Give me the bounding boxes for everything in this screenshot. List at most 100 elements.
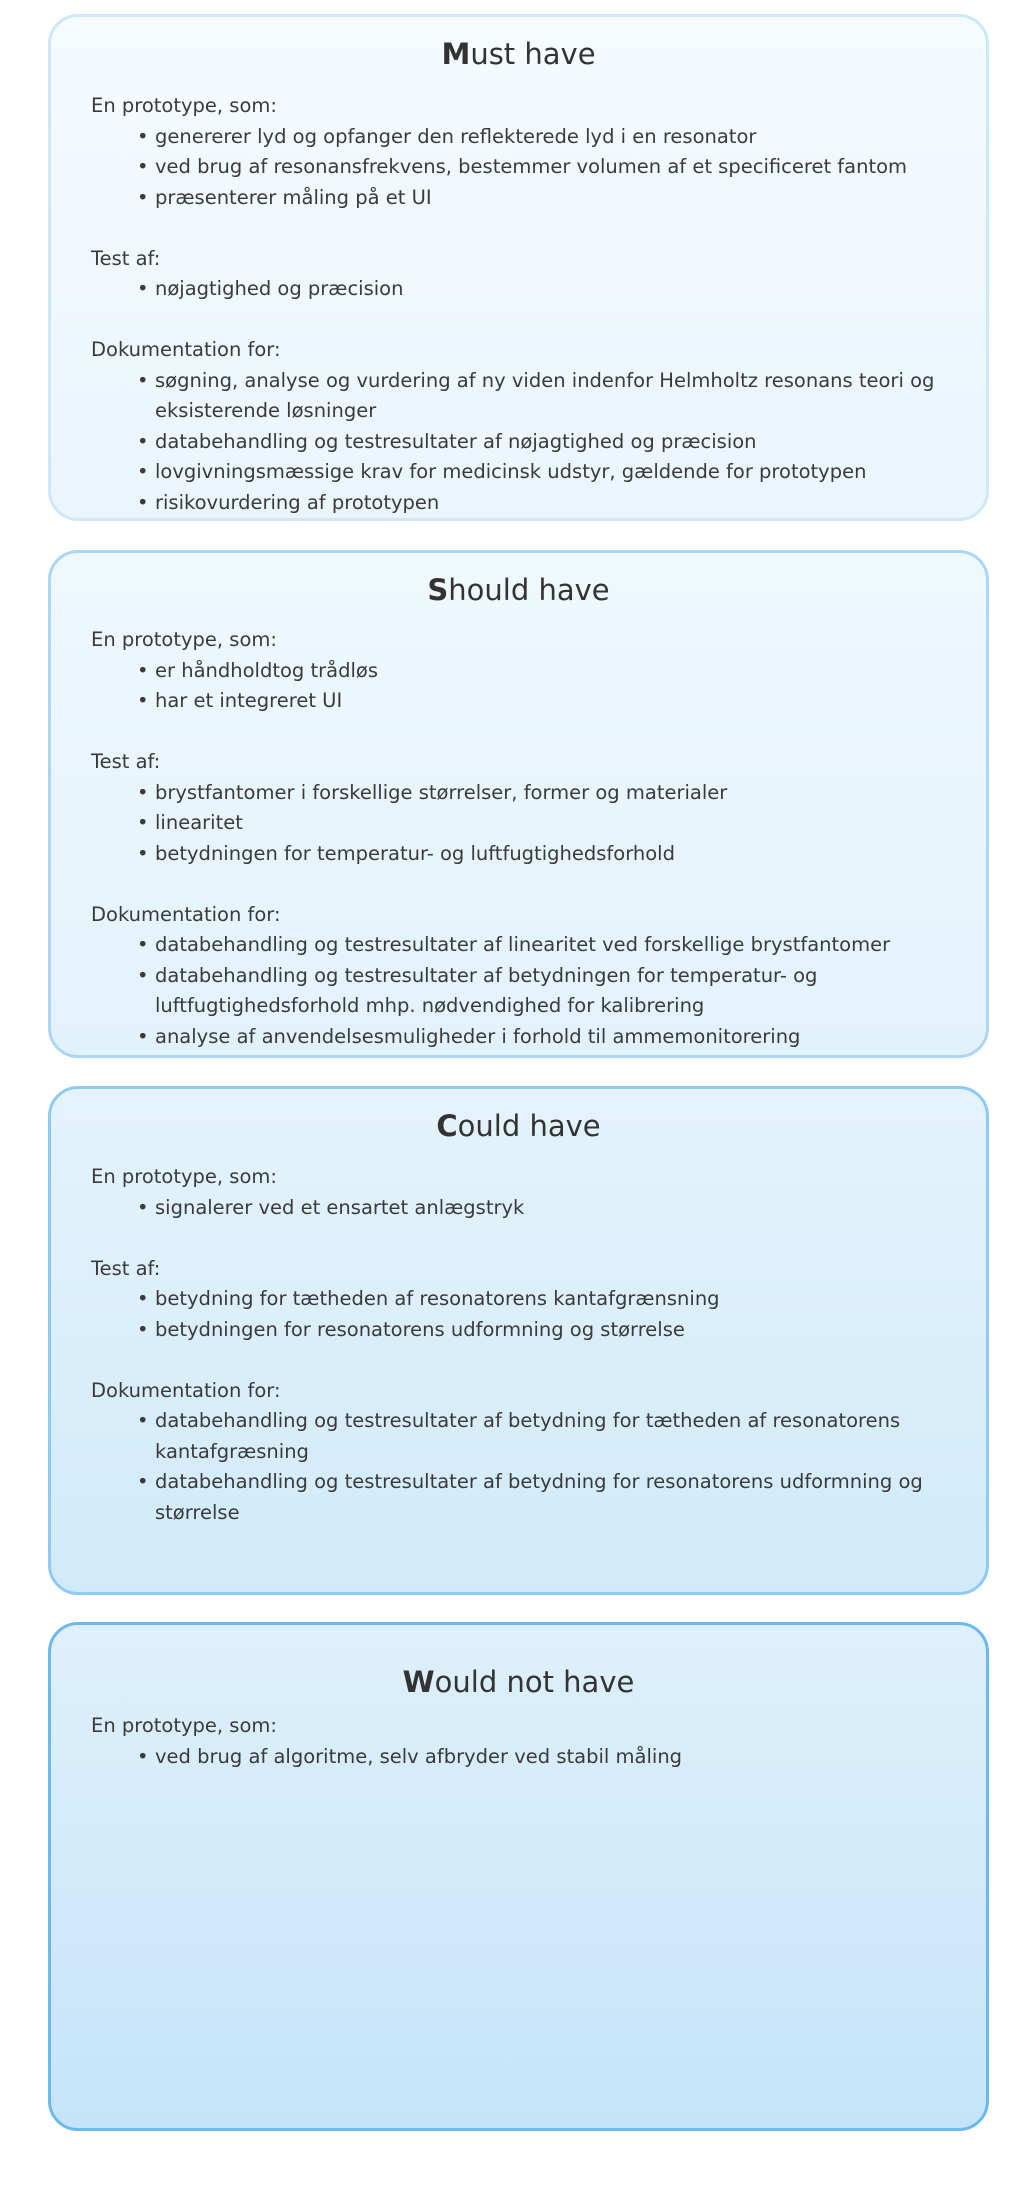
list-item: •søgning, analyse og vurdering af ny vid…	[91, 366, 946, 427]
list-item: •lovgivningsmæssige krav for medicinsk u…	[91, 457, 946, 488]
title-rest: hould have	[448, 573, 610, 607]
bullet-icon: •	[137, 689, 149, 712]
must-have-panel: Must have En prototype, som: • genererer …	[48, 14, 989, 521]
list-item: • har et integreret UI	[91, 686, 946, 717]
item-text: nøjagtighed og præcision	[155, 277, 404, 300]
item-list: • genererer lyd og opfanger den reflekter…	[91, 122, 946, 214]
documentation-section: Dokumentation for: • databehandling og te…	[91, 1376, 946, 1529]
item-list: • databehandling og testresultater af bet…	[91, 1406, 946, 1528]
list-item: •linearitet	[91, 808, 946, 839]
section-label: Test af:	[91, 1256, 161, 1280]
documentation-section: Dokumentation for: •søgning, analyse og …	[91, 335, 946, 518]
item-text: ved brug af algoritme, selv afbryder ved…	[155, 1744, 683, 1768]
item-text: betydningen for resonatorens udformning …	[155, 1317, 685, 1341]
bullet-icon: •	[137, 277, 149, 300]
title-initial: W	[402, 1665, 435, 1699]
item-list: •brystfantomer i forskellige størrelser,…	[91, 778, 946, 870]
panel-body: En prototype, som: •ved brug af algoritm…	[91, 1711, 946, 1772]
bullet-icon: •	[137, 1195, 149, 1219]
list-item: •brystfantomer i forskellige størrelser,…	[91, 778, 946, 809]
title-rest: ust have	[470, 37, 596, 71]
panel-title: Must have	[51, 37, 986, 71]
panel-title: Could have	[51, 1109, 986, 1143]
list-item: •er håndholdtog trådløs	[91, 656, 946, 687]
section-label: Dokumentation for:	[91, 902, 281, 926]
bullet-icon: •	[137, 1317, 149, 1341]
title-rest: ould have	[457, 1109, 601, 1143]
item-list: •er håndholdtog trådløs •har et integrer…	[91, 656, 946, 717]
section-label: En prototype, som:	[91, 94, 277, 117]
item-text: ved brug af resonansfrekvens, bestemmer …	[155, 155, 908, 178]
item-text: analyse af anvendelsesmuligheder i forho…	[155, 1024, 801, 1048]
panel-body: En prototype, som: • genererer lyd og opf…	[91, 91, 946, 518]
panel-title: Would not have	[51, 1665, 986, 1699]
documentation-section: Dokumentation for: •databehandling og te…	[91, 900, 946, 1053]
list-item: •betydningen for temperatur- og luftfugt…	[91, 839, 946, 870]
list-item: • databehandling og testresultater af lin…	[91, 930, 946, 961]
bullet-icon: •	[137, 1287, 149, 1310]
list-item: •databehandling og testresultater af nøj…	[91, 427, 946, 458]
item-text: signalerer ved et ensartet anlægstryk	[155, 1195, 525, 1219]
panel-body: En prototype, som: •er håndholdtog trådl…	[91, 625, 946, 1052]
bullet-icon: •	[137, 1470, 149, 1493]
item-text: databehandling og testresultater af bety…	[155, 963, 818, 1018]
title-initial: C	[436, 1109, 458, 1143]
list-item: • databehandling og testresultater af bet…	[91, 1467, 946, 1528]
section-label: Dokumentation for:	[91, 338, 281, 361]
item-list: •signalerer ved et ensartet anlægstryk	[91, 1193, 946, 1224]
bullet-icon: •	[137, 429, 149, 453]
title-rest: ould not have	[434, 1665, 635, 1699]
list-item: •præsenterer måling på et UI	[91, 183, 946, 214]
item-text: linearitet	[155, 811, 243, 834]
bullet-icon: •	[137, 841, 149, 865]
item-text: databehandling og testresultater af nøja…	[155, 429, 757, 453]
list-item: •analyse af anvendelsesmuligheder i forh…	[91, 1022, 946, 1053]
item-text: databehandling og testresultater af line…	[155, 933, 891, 956]
title-initial: S	[427, 573, 449, 607]
bullet-icon: •	[137, 780, 149, 804]
title-initial: M	[441, 37, 471, 71]
section-label: Test af:	[91, 750, 161, 773]
list-item: •risikovurdering af prototypen	[91, 488, 946, 519]
section-label: En prototype, som:	[91, 628, 277, 651]
bullet-icon: •	[137, 658, 149, 682]
item-text: risikovurdering af prototypen	[155, 490, 440, 514]
item-text: er håndholdtog trådløs	[155, 658, 378, 682]
item-list: •betydning for tætheden af resonatorens …	[91, 1284, 946, 1345]
could-have-panel: Could have En prototype, som: •signalere…	[48, 1086, 989, 1595]
prototype-section: En prototype, som: •er håndholdtog trådl…	[91, 625, 946, 717]
section-label: Dokumentation for:	[91, 1378, 281, 1402]
item-text: databehandling og testresultater af bety…	[155, 1409, 901, 1463]
item-text: databehandling og testresultater af bety…	[155, 1470, 923, 1524]
list-item: •genererer lyd og opfanger den reflekter…	[91, 122, 946, 153]
list-item: •signalerer ved et ensartet anlægstryk	[91, 1193, 946, 1224]
item-text: søgning, analyse og vurdering af ny vide…	[155, 368, 935, 423]
bullet-icon: •	[137, 933, 149, 956]
prototype-section: En prototype, som: • genererer lyd og opf…	[91, 91, 946, 213]
item-text: lovgivningsmæssige krav for medicinsk ud…	[155, 460, 867, 483]
list-item: •databehandling og testresultater af bet…	[91, 1406, 946, 1467]
item-text: præsenterer måling på et UI	[155, 185, 432, 209]
bullet-icon: •	[137, 963, 149, 987]
prototype-section: En prototype, som: •ved brug af algoritm…	[91, 1711, 946, 1772]
test-section: Test af: •betydning for tætheden af reso…	[91, 1254, 946, 1346]
item-text: har et integreret UI	[155, 689, 343, 712]
section-label: En prototype, som:	[91, 1165, 277, 1188]
prototype-section: En prototype, som: •signalerer ved et en…	[91, 1162, 946, 1223]
section-label: En prototype, som:	[91, 1714, 277, 1737]
bullet-icon: •	[137, 155, 149, 178]
item-list: • nøjagtighed og præcision	[91, 274, 946, 305]
list-item: •betydningen for resonatorens udformning…	[91, 1315, 946, 1346]
list-item: •ved brug af algoritme, selv afbryder ve…	[91, 1742, 946, 1773]
list-item: •databehandling og testresultater af bet…	[91, 961, 946, 1022]
item-text: genererer lyd og opfanger den reflektere…	[155, 124, 757, 148]
should-have-panel: Should have En prototype, som: •er håndh…	[48, 550, 989, 1058]
item-text: brystfantomer i forskellige størrelser, …	[155, 780, 728, 804]
test-section: Test af: •nøjagtighed og præcision	[91, 244, 946, 305]
item-list: •søgning, analyse og vurdering af ny vid…	[91, 366, 946, 519]
list-item: •betydning for tætheden af resonatorens …	[91, 1284, 946, 1315]
bullet-icon: •	[137, 1744, 149, 1768]
list-item: • nøjagtighed og præcision	[91, 274, 946, 305]
item-text: betydningen for temperatur- og luftfugti…	[155, 841, 675, 865]
item-list: • databehandling og testresultater af lin…	[91, 930, 946, 1052]
